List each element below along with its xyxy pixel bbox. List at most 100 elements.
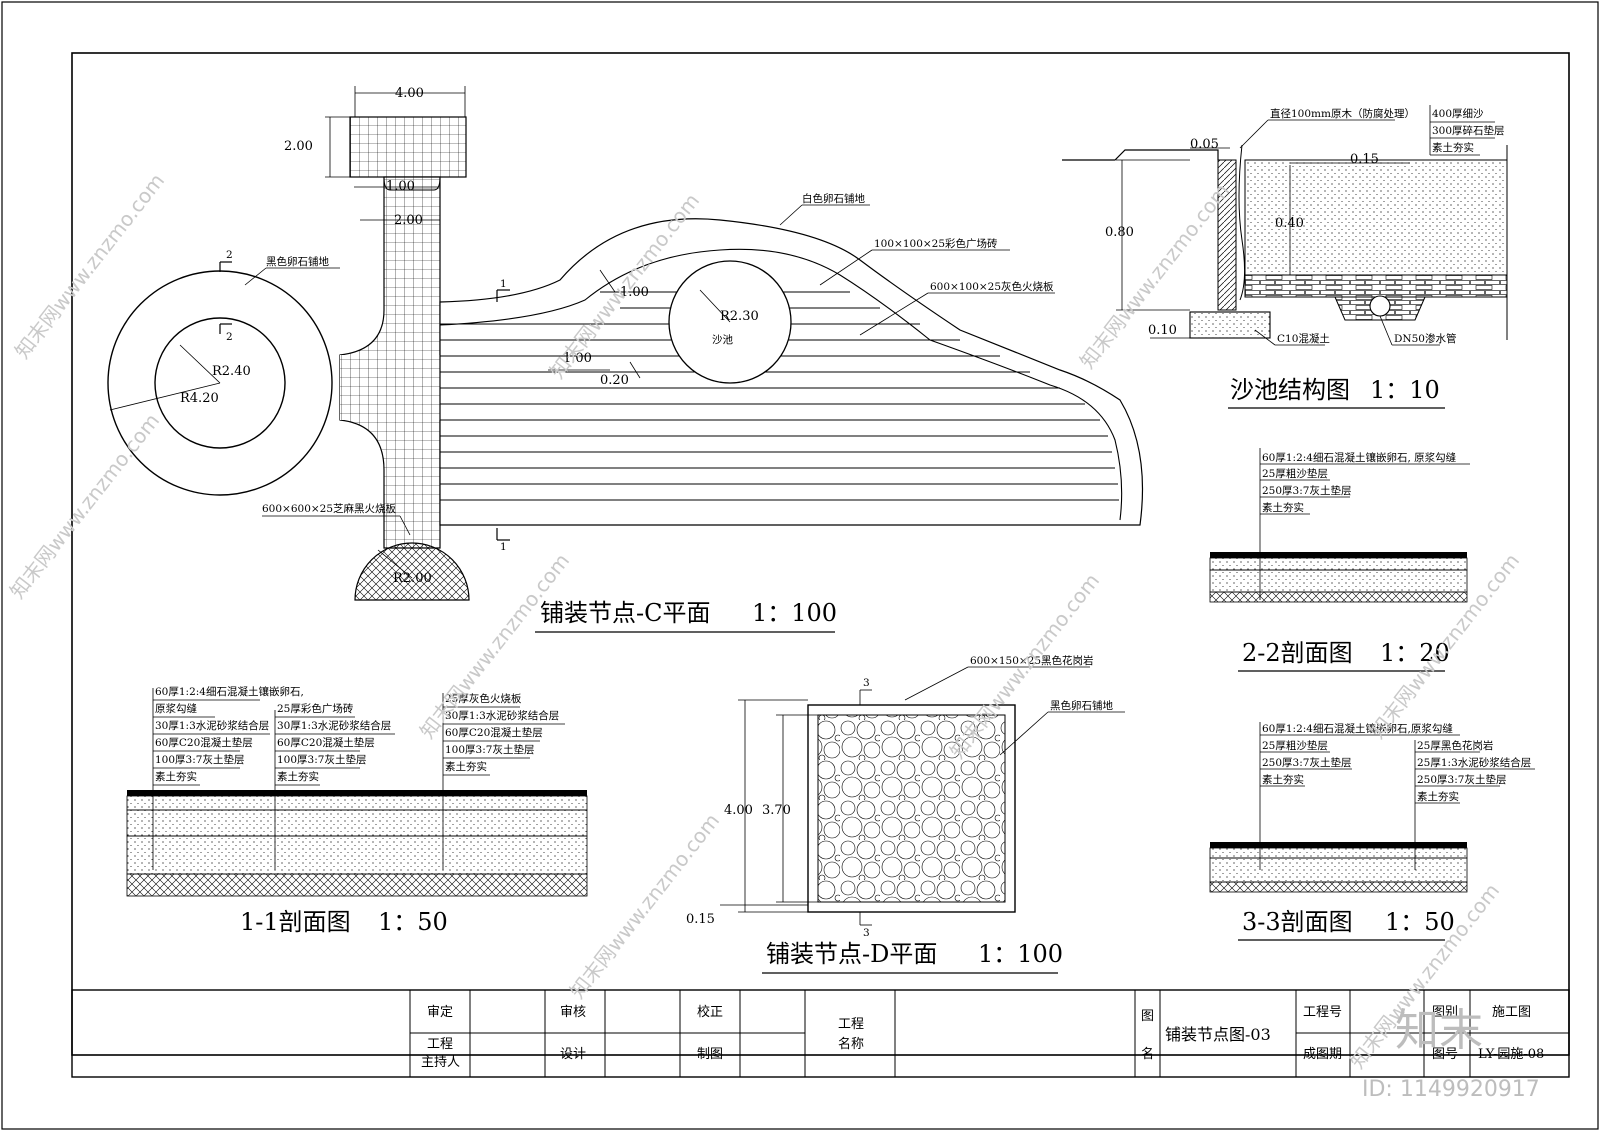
dim-005: 0.05	[1190, 137, 1219, 152]
s22-layer-4: 素土夯实	[1262, 501, 1304, 514]
s33-c2-4: 素土夯实	[1417, 790, 1459, 803]
tb-correct: 校正	[697, 1004, 723, 1020]
tb-project-1: 工程	[838, 1017, 864, 1032]
tb-review: 审核	[560, 1005, 586, 1020]
watermark-6: 知末网www.znzmo.com	[1075, 179, 1234, 373]
s33-c2-2: 25厚1:3水泥砂浆结合层	[1417, 756, 1531, 769]
s33-c1-2: 25厚粗沙垫层	[1262, 739, 1328, 752]
s22-scale: 1：20	[1380, 639, 1450, 667]
sandpit-title: 沙池结构图	[1230, 376, 1350, 404]
tb-figname-1: 图	[1141, 1009, 1154, 1024]
label-granite: 600×150×25黑色花岗岩	[970, 654, 1094, 667]
dim-4-00-d: 4.00	[724, 803, 753, 818]
label-gravel: 300厚碎石垫层	[1432, 124, 1505, 137]
dim-1-00-d: 1.00	[563, 351, 592, 366]
title-block: 审定 工程 主持人 审核 设计 校正 制图 工程 名称 图 名 铺装节点图-03…	[71, 989, 1570, 1078]
grid-square	[349, 116, 467, 178]
watermark-5: 知末网www.znzmo.com	[565, 809, 724, 1003]
dim-r200: R2.00	[393, 571, 432, 586]
label-sesame-tile: 600×600×25芝麻黑火烧板	[262, 502, 397, 515]
s11-c3-5: 素土夯实	[445, 760, 487, 773]
label-sandpit: 沙池	[712, 333, 733, 346]
label-sand: 400厚细沙	[1432, 107, 1484, 120]
dim-0-20: 0.20	[600, 373, 629, 388]
plan-c-title: 铺装节点-C平面	[540, 599, 710, 627]
s11-c1-3: 30厚1:3水泥砂浆结合层	[155, 719, 269, 732]
tb-proj-no: 工程号	[1303, 1005, 1342, 1020]
sec-mark-1b: 1	[500, 541, 507, 553]
dim-015: 0.15	[1350, 152, 1379, 167]
sec-mark-3b: 3	[863, 927, 870, 939]
s11-c3-1: 25厚灰色火烧板	[445, 692, 522, 705]
dim-r240: R2.40	[212, 364, 251, 379]
s33-title: 3-3剖面图	[1242, 908, 1353, 936]
watermark-logo: 知末	[1395, 1005, 1483, 1056]
tb-category: 图别	[1432, 1005, 1458, 1020]
tb-project-2: 名称	[838, 1036, 864, 1052]
s11-c2-5: 素土夯实	[277, 770, 319, 783]
s33-c2-1: 25厚黑色花岗岩	[1417, 739, 1493, 752]
dim-2-00-v: 2.00	[284, 139, 313, 154]
dim-r230: R2.30	[720, 309, 759, 324]
inner-border	[71, 52, 1570, 1056]
section-11: 60厚1:2:4细石混凝土镶嵌卵石, 原浆勾缝 30厚1:3水泥砂浆结合层 60…	[126, 685, 588, 936]
dim-1-00-c: 1.00	[620, 285, 649, 300]
section-33: 60厚1:2:4细石混凝土镶嵌卵石,原浆勾缝 25厚粗沙垫层 250厚3:7灰土…	[1209, 722, 1535, 941]
label-black-pebble: 黑色卵石铺地	[266, 255, 329, 268]
s11-scale: 1：50	[378, 908, 448, 936]
s22-layer-3: 250厚3:7灰土垫层	[1262, 484, 1351, 497]
label-grey-slab: 600×100×25灰色火烧板	[930, 280, 1054, 293]
label-d-pebble: 黑色卵石铺地	[1050, 699, 1113, 712]
tb-date: 成图期	[1303, 1047, 1342, 1062]
tb-fig-no: 图号	[1432, 1047, 1458, 1062]
tb-host-1: 工程	[427, 1037, 453, 1052]
plan-d-title: 铺装节点-D平面	[766, 940, 937, 968]
s11-c1-1: 60厚1:2:4细石混凝土镶嵌卵石,	[155, 685, 304, 698]
sec-mark-3a: 3	[863, 677, 870, 689]
label-log: 直径100mm原木（防腐处理）	[1270, 107, 1415, 120]
plan-c: 4.00 2.00 1.00 2.00 R2.40 R4.20 R2.00 R2…	[107, 86, 1144, 633]
dim-010: 0.10	[1148, 323, 1177, 338]
s33-c2-3: 250厚3:7灰土垫层	[1417, 773, 1506, 786]
watermark-id: ID: 1149920917	[1362, 1077, 1540, 1102]
section-22: 60厚1:2:4细石混凝土镶嵌卵石, 原浆勾缝 25厚粗沙垫层 250厚3:7灰…	[1209, 448, 1470, 672]
plan-d-scale: 1：100	[978, 940, 1063, 968]
tb-host-2: 主持人	[421, 1055, 460, 1070]
s33-c1-3: 250厚3:7灰土垫层	[1262, 756, 1351, 769]
dim-080: 0.80	[1105, 225, 1134, 240]
sec-mark-1a: 1	[500, 278, 507, 290]
s11-c2-2: 30厚1:3水泥砂浆结合层	[277, 719, 391, 732]
s11-c3-4: 100厚3:7灰土垫层	[445, 743, 534, 756]
s33-scale: 1：50	[1385, 908, 1455, 936]
dim-040: 0.40	[1275, 216, 1304, 231]
s11-title: 1-1剖面图	[240, 908, 351, 936]
sandpit-section: 0.05 0.15 0.40 0.80 0.10 直径100mm原木（防腐处理）…	[1062, 105, 1508, 409]
tb-design: 设计	[560, 1047, 586, 1062]
s22-layer-1: 60厚1:2:4细石混凝土镶嵌卵石, 原浆勾缝	[1262, 451, 1457, 464]
dim-r420: R4.20	[180, 391, 219, 406]
dim-4-00: 4.00	[395, 86, 424, 101]
label-soil: 素土夯实	[1432, 141, 1474, 154]
tb-figname-2: 名	[1141, 1046, 1154, 1062]
dim-3-70-d: 3.70	[762, 803, 791, 818]
s11-c2-3: 60厚C20混凝土垫层	[277, 736, 375, 749]
s22-title: 2-2剖面图	[1242, 639, 1353, 667]
s11-c3-2: 30厚1:3水泥砂浆结合层	[445, 709, 559, 722]
s11-c3-3: 60厚C20混凝土垫层	[445, 726, 543, 739]
half-circle	[354, 542, 470, 601]
label-c10: C10混凝土	[1277, 332, 1330, 345]
s33-c1-4: 素土夯实	[1262, 773, 1304, 786]
sandpit-scale: 1：10	[1370, 376, 1440, 404]
s11-c1-4: 60厚C20混凝土垫层	[155, 736, 253, 749]
tb-figname: 铺装节点图-03	[1165, 1025, 1271, 1044]
s11-c1-2: 原浆勾缝	[155, 702, 197, 715]
s11-c2-1: 25厚彩色广场砖	[277, 702, 354, 715]
tb-category-val: 施工图	[1492, 1005, 1531, 1020]
s11-c1-6: 素土夯实	[155, 770, 197, 783]
tb-fig-no-val: LY-园施-08	[1478, 1047, 1544, 1062]
label-white-pebble: 白色卵石铺地	[802, 192, 865, 205]
dim-2-00: 2.00	[394, 213, 423, 228]
tb-draw: 制图	[697, 1047, 723, 1062]
